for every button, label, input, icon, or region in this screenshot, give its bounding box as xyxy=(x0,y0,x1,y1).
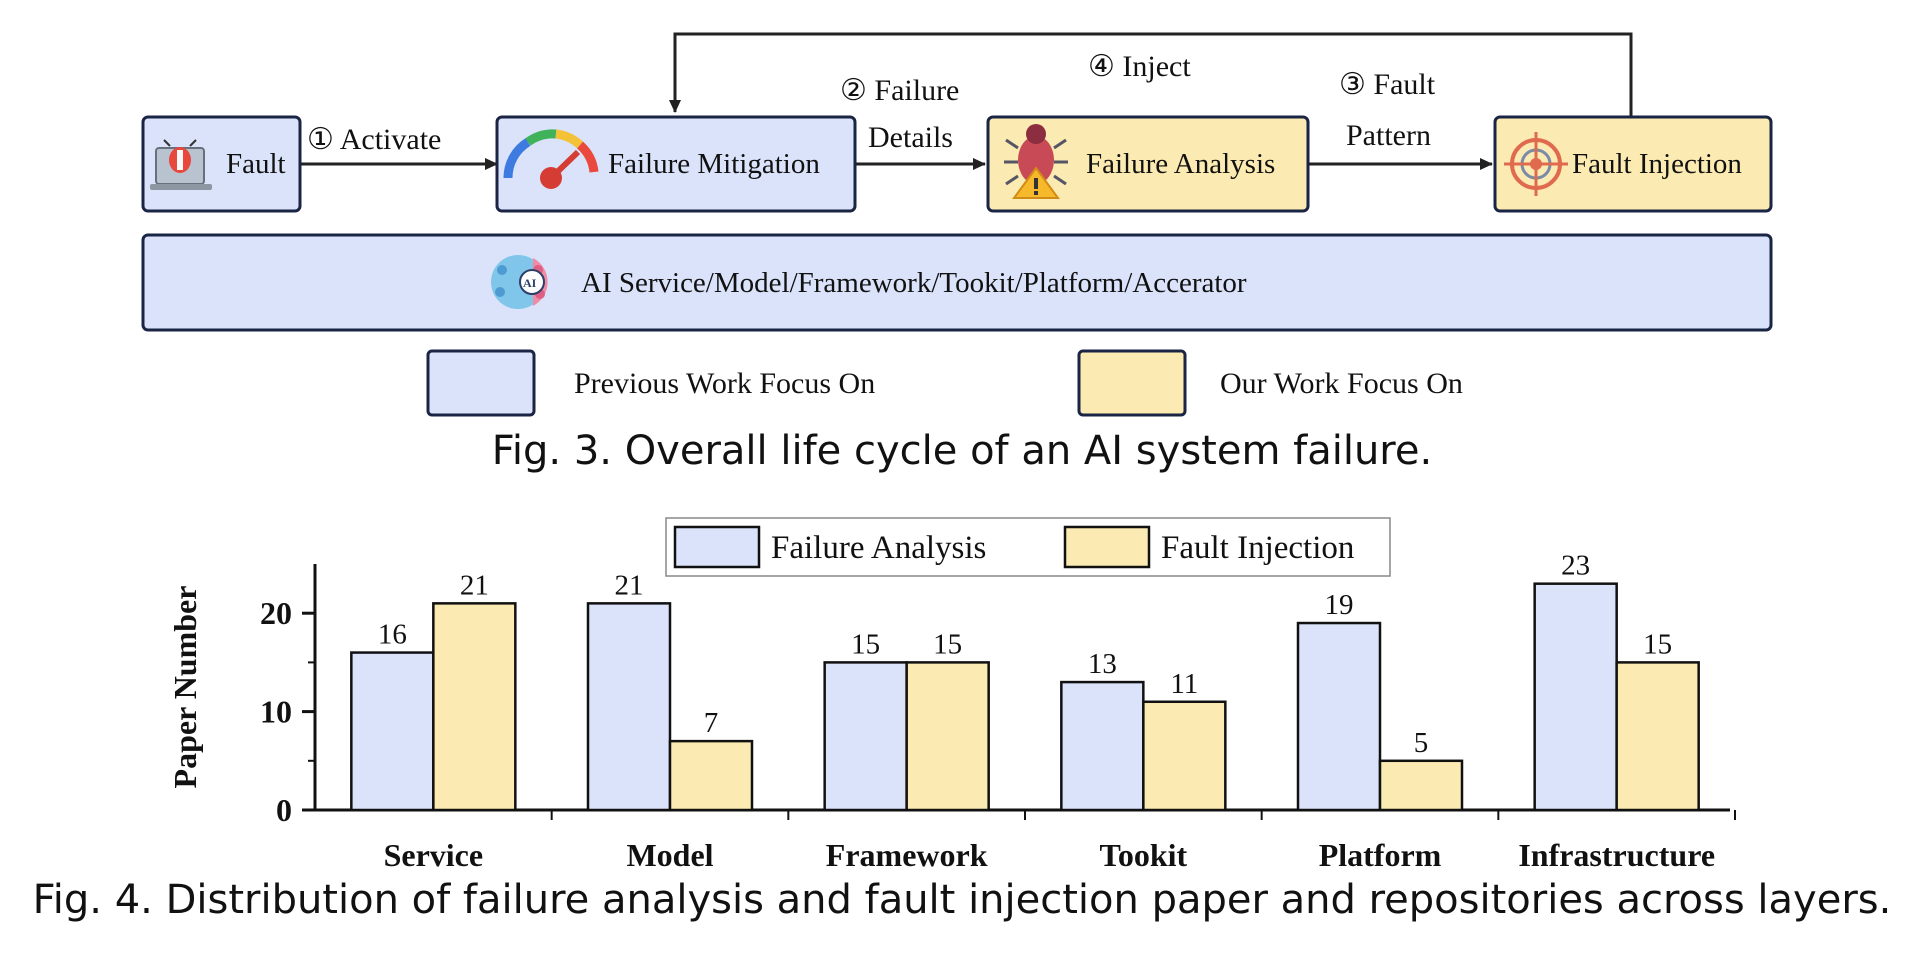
inject-label: ④ Inject xyxy=(1088,50,1191,83)
bar-fault-injection-infrastructure xyxy=(1615,661,1700,812)
bar-fault-injection-tookit xyxy=(1142,700,1227,812)
ai-platform-label: AI Service/Model/Framework/Tookit/Platfo… xyxy=(581,267,1247,299)
legend-swatch xyxy=(673,525,761,569)
bar-value-label: 15 xyxy=(933,628,962,660)
fault-box-label: Fault xyxy=(226,148,286,180)
ai-platform-box xyxy=(141,233,1773,332)
bar-failure-analysis-tookit xyxy=(1060,680,1145,812)
bar-value-label: 11 xyxy=(1170,668,1198,700)
bar-failure-analysis-service xyxy=(350,651,435,812)
failure-analysis-label: Failure Analysis xyxy=(1086,148,1275,180)
legend-ours-swatch xyxy=(1077,349,1187,417)
failure-analysis-box xyxy=(986,115,1310,213)
legend-label: Failure Analysis xyxy=(771,530,986,566)
bar-failure-analysis-framework xyxy=(823,661,908,812)
x-tick-label: Framework xyxy=(826,837,988,873)
bug-warning-icon xyxy=(1004,124,1068,199)
bar-value-label: 15 xyxy=(1643,628,1672,660)
legend-ours-label: Our Work Focus On xyxy=(1220,367,1463,400)
fault-pattern-label-2: Pattern xyxy=(1346,119,1431,152)
x-tick-label: Infrastructure xyxy=(1518,837,1715,873)
failure-details-label-2: Details xyxy=(868,121,953,154)
feedback-arrow xyxy=(669,32,1633,116)
legend-label: Fault Injection xyxy=(1161,530,1354,566)
failure-mitigation-box xyxy=(495,115,857,213)
failure-mitigation-label: Failure Mitigation xyxy=(608,148,820,180)
bar-value-label: 19 xyxy=(1325,589,1354,621)
bar-value-label: 5 xyxy=(1414,727,1429,759)
bar-value-label: 13 xyxy=(1088,648,1117,680)
target-icon xyxy=(1504,132,1568,196)
legend-box xyxy=(665,517,1391,577)
fault-injection-label: Fault Injection xyxy=(1572,148,1742,180)
bar-value-label: 21 xyxy=(615,569,644,601)
x-tick-label: Tookit xyxy=(1099,837,1187,873)
x-tick-label: Model xyxy=(626,837,713,873)
ai-brain-icon: AI xyxy=(491,255,548,309)
legend-swatch xyxy=(1063,525,1151,569)
lifecycle-diagram: Fault Failure Mitigation Failure Analysi… xyxy=(141,32,1773,417)
bar-value-label: 21 xyxy=(460,569,489,601)
fault-injection-box xyxy=(1493,115,1773,213)
x-tick-label: Service xyxy=(384,837,484,873)
bar-fault-injection-framework xyxy=(905,661,990,812)
bar-fault-injection-model xyxy=(668,739,754,812)
y-tick-label: 0 xyxy=(276,792,292,828)
bar-failure-analysis-platform xyxy=(1296,621,1382,812)
figure-4-caption: Fig. 4. Distribution of failure analysis… xyxy=(32,877,1892,923)
fault-pattern-label-1: ③ Fault xyxy=(1339,68,1436,101)
bar-failure-analysis-model xyxy=(586,602,672,812)
x-tick-label: Platform xyxy=(1319,837,1442,873)
y-axis-label: Paper Number xyxy=(167,586,203,789)
fault-laptop-icon xyxy=(150,139,212,190)
bar-value-label: 23 xyxy=(1561,550,1590,582)
failure-details-label-1: ② Failure xyxy=(840,74,959,107)
y-tick-label: 10 xyxy=(260,694,292,730)
bar-value-label: 15 xyxy=(851,628,880,660)
legend-previous-label: Previous Work Focus On xyxy=(574,367,875,400)
bar-fault-injection-platform xyxy=(1378,759,1464,812)
speedometer-icon xyxy=(503,129,599,189)
bar-fault-injection-service xyxy=(432,602,517,812)
figure-3-caption: Fig. 3. Overall life cycle of an AI syst… xyxy=(491,428,1433,474)
bar-failure-analysis-infrastructure xyxy=(1533,582,1618,812)
y-tick-label: 20 xyxy=(260,595,292,631)
activate-label: ① Activate xyxy=(307,123,441,156)
bar-value-label: 16 xyxy=(378,619,407,651)
legend-previous-swatch xyxy=(426,349,536,417)
svg-text:AI: AI xyxy=(523,276,537,290)
bar-value-label: 7 xyxy=(704,707,719,739)
